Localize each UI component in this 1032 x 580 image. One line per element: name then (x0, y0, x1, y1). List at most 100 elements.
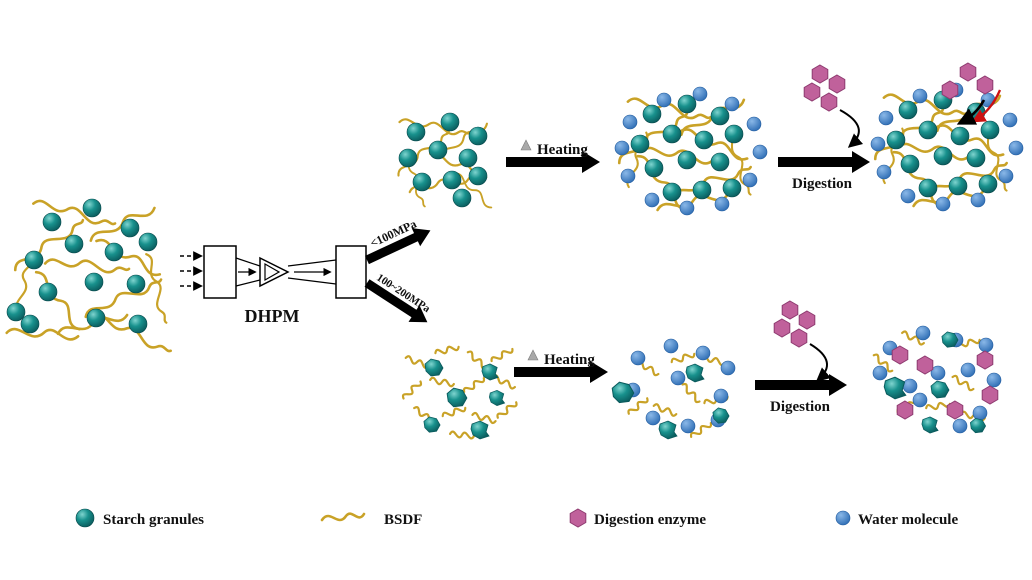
starch-granule-icon (412, 172, 432, 192)
legend-item-enzyme: Digestion enzyme (569, 508, 706, 528)
starch-granule-icon (64, 234, 84, 254)
heating-label-bottom: Heating (544, 352, 595, 368)
starch-granule-icon (42, 212, 62, 232)
starch-granule-icon (458, 148, 478, 168)
water-molecule-icon (902, 378, 918, 394)
dhpm-label: DHPM (245, 306, 300, 326)
channel-line (287, 277, 337, 285)
digestion-enzyme-icon (820, 92, 838, 112)
heating-triangle-icon (527, 349, 539, 361)
digestion-resistant-cluster (871, 62, 1023, 211)
water-molecule-icon (986, 372, 1002, 388)
starch-granule-icon (128, 314, 148, 334)
branch-arrow-low-pressure: <100MPa (365, 217, 431, 265)
water-molecule-icon (713, 388, 729, 404)
digestion-enzyme-icon (781, 300, 799, 320)
native-starch-bsdf-cluster (5, 196, 174, 357)
funnel-line (235, 257, 261, 267)
enzyme-drop-arrow (809, 343, 832, 382)
starch-granule-icon (86, 308, 106, 328)
legend-label-water: Water molecule (858, 512, 958, 528)
low-pressure-cluster (394, 112, 494, 213)
water-molecule-icon (915, 325, 931, 341)
digestion-step-top: Digestion (778, 64, 870, 192)
starch-granule-icon (406, 122, 426, 142)
starch-granule-icon (24, 250, 44, 270)
heating-arrow-bottom (514, 361, 608, 383)
starch-granule-icon (104, 242, 124, 262)
digestion-enzyme-icon (811, 64, 829, 84)
digestion-enzyme-icon (891, 345, 909, 365)
broken-starch-granule-icon (424, 358, 444, 377)
starch-granule-icon (468, 166, 488, 186)
starch-granule-icon (428, 140, 448, 160)
legend-item-bsdf: BSDF (320, 512, 422, 528)
water-molecule-icon (670, 370, 686, 386)
starch-granule-icon (20, 314, 40, 334)
starch-granule-icon (138, 232, 158, 252)
water-molecule-icon (978, 337, 994, 353)
legend-item-water: Water molecule (835, 510, 958, 528)
high-pressure-fragmented-cluster (400, 343, 519, 440)
legend-label-starch: Starch granules (103, 512, 204, 528)
digestion-enzyme-icon (896, 400, 914, 420)
broken-starch-granule-icon (930, 380, 950, 399)
digestion-enzyme-icon (828, 74, 846, 94)
channel-line (287, 259, 337, 267)
starch-granule-icon (6, 302, 26, 322)
digestion-enzyme-icon (569, 508, 587, 528)
starch-granule-icon (442, 170, 462, 190)
water-molecule-icon (972, 405, 988, 421)
digestion-enzyme-icon (976, 350, 994, 370)
heating-label-top: Heating (537, 142, 588, 158)
digestion-enzyme-icon (976, 75, 994, 95)
water-molecule-icon (960, 362, 976, 378)
water-molecule-icon (720, 360, 736, 376)
water-molecule-icon (680, 418, 696, 434)
water-molecule-icon (663, 338, 679, 354)
digestion-enzyme-icon (916, 355, 934, 375)
heating-triangle-icon (520, 139, 532, 151)
water-molecule-icon (645, 410, 661, 426)
digestion-enzyme-icon (941, 80, 959, 100)
dhpm-device: DHPM (180, 245, 367, 326)
broken-starch-granule-icon (685, 363, 705, 383)
bsdf-fiber-icon (5, 321, 80, 347)
digestion-enzyme-icon (803, 82, 821, 102)
legend: Starch granules BSDF Digestion enzyme Wa… (75, 508, 958, 528)
digestion-enzyme-icon (773, 318, 791, 338)
digestion-enzyme-icon (959, 62, 977, 82)
starch-granule-icon (75, 508, 95, 528)
starch-granule-icon (120, 218, 140, 238)
heating-step-bottom: Heating (514, 349, 608, 383)
broken-starch-granule-icon (921, 416, 939, 434)
dhpm-inlet-chamber (203, 245, 237, 299)
bsdf-fiber-icon (34, 265, 83, 335)
digested-dispersed-cluster (871, 325, 1002, 434)
starch-granule-icon (452, 188, 472, 208)
starch-granule-icon (398, 148, 418, 168)
digestion-enzyme-icon (946, 400, 964, 420)
water-molecule-icon (695, 345, 711, 361)
broken-starch-granule-icon (489, 390, 505, 406)
starch-granule-icon (38, 282, 58, 302)
digestion-arrow-bottom (755, 374, 847, 396)
heating-arrow-top (506, 151, 600, 173)
water-molecule-icon (872, 365, 888, 381)
water-molecule-icon (912, 392, 928, 408)
dhpm-outlet-chamber (335, 245, 367, 299)
broken-starch-granule-icon (658, 420, 678, 440)
digestion-label-bottom: Digestion (770, 399, 831, 415)
broken-starch-granule-icon (423, 416, 441, 433)
heating-step-top: Heating (506, 139, 600, 173)
legend-label-enzyme: Digestion enzyme (594, 512, 706, 528)
water-molecule-icon (630, 350, 646, 366)
branch-arrow-high-pressure: 100~200MPa (364, 272, 433, 323)
starch-granule-icon (468, 126, 488, 146)
starch-granule-icon (84, 272, 104, 292)
digestion-arrow-top (778, 151, 870, 173)
starch-granule-icon (126, 274, 146, 294)
digestion-enzyme-icon (798, 310, 816, 330)
